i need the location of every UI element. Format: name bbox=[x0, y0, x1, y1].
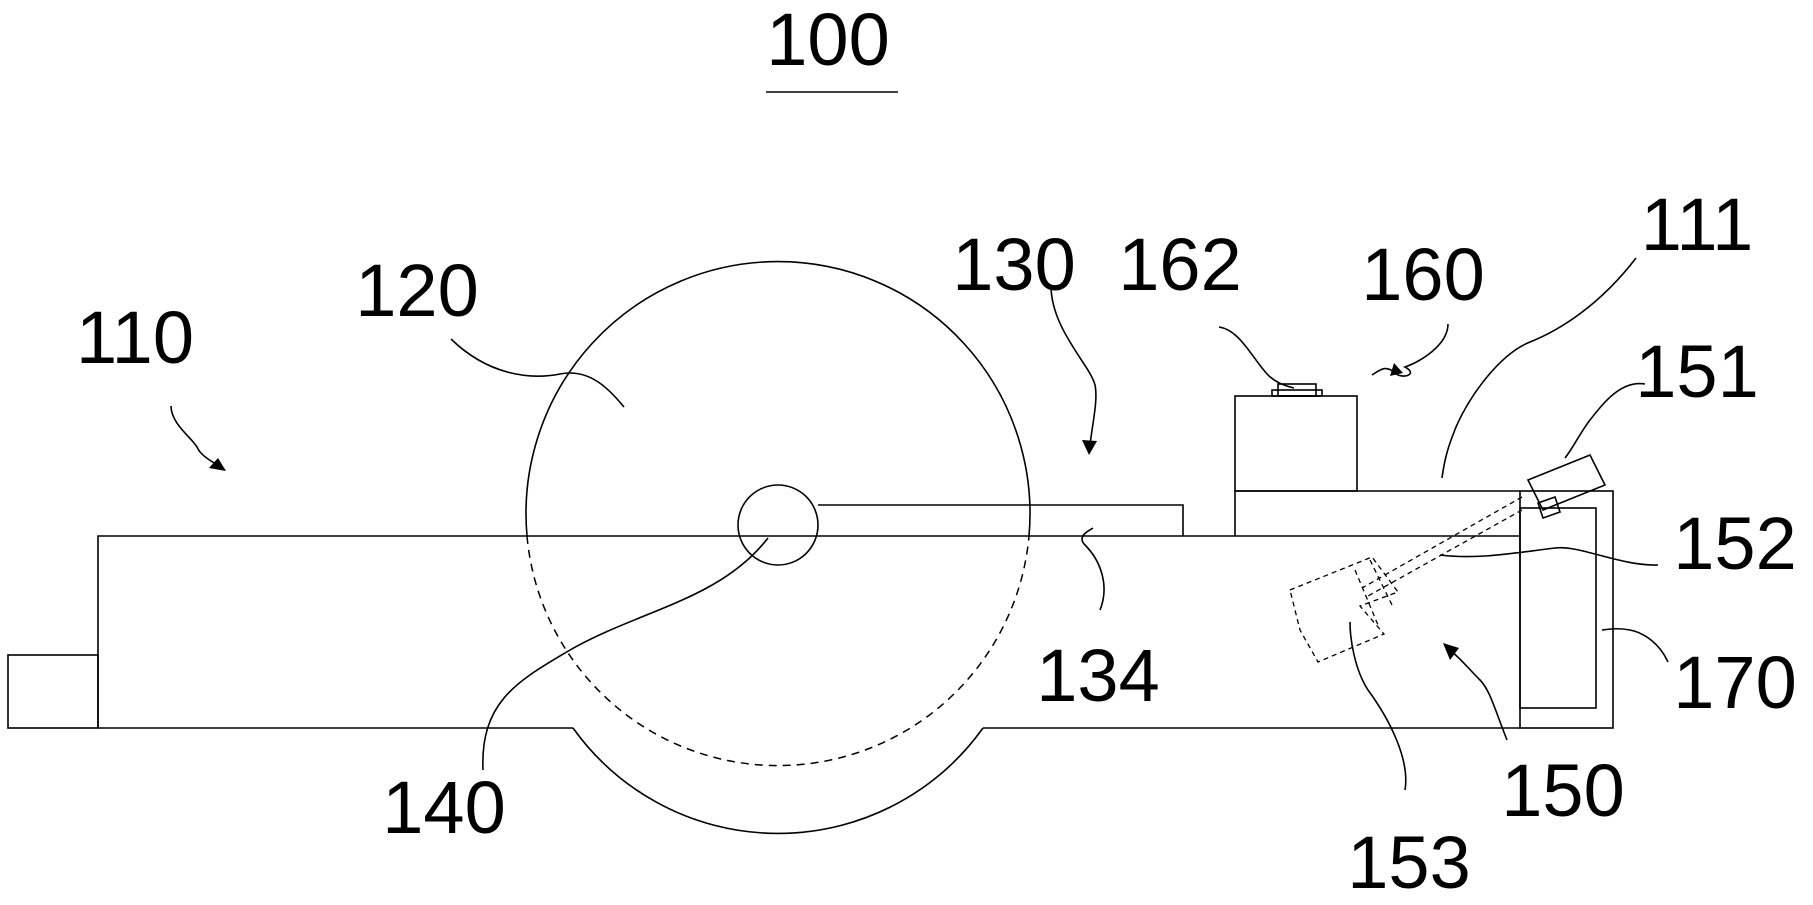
leader-150 bbox=[1449, 649, 1508, 741]
leader-130 bbox=[1050, 286, 1097, 446]
label-170: 170 bbox=[1673, 641, 1796, 724]
leader-150-arrow bbox=[1443, 643, 1459, 660]
label-151: 151 bbox=[1635, 330, 1758, 413]
side-panel-170-inner bbox=[1519, 507, 1597, 709]
label-152: 152 bbox=[1673, 502, 1796, 585]
reflector-153-fold bbox=[1354, 569, 1379, 626]
reflector-153 bbox=[1289, 556, 1400, 663]
leader-120 bbox=[450, 338, 625, 408]
leader-110-arrow bbox=[209, 458, 226, 471]
leader-130-arrow bbox=[1082, 440, 1097, 455]
leader-170 bbox=[1601, 627, 1669, 663]
label-153: 153 bbox=[1347, 821, 1470, 904]
leader-162 bbox=[1218, 326, 1295, 389]
arbor-140 bbox=[737, 484, 819, 566]
side-panel-170 bbox=[1519, 490, 1614, 729]
blade-lower-arc bbox=[572, 727, 984, 835]
blade-hidden-arc bbox=[526, 535, 1030, 767]
light-source-151 bbox=[1526, 453, 1607, 512]
reflector-153-edge bbox=[1369, 559, 1393, 606]
label-110: 110 bbox=[76, 296, 194, 379]
leader-153 bbox=[1349, 621, 1407, 791]
beam-152-b bbox=[1367, 509, 1523, 597]
leader-110 bbox=[170, 405, 221, 467]
leader-160 bbox=[1371, 323, 1449, 377]
label-111: 111 bbox=[1641, 183, 1753, 266]
label-134: 134 bbox=[1036, 634, 1159, 717]
housing-111-step bbox=[1234, 490, 1520, 536]
figure-number: 100 bbox=[766, 0, 889, 81]
main-body-top bbox=[97, 535, 1520, 728]
leader-151 bbox=[1564, 382, 1646, 459]
arm-134 bbox=[818, 504, 1184, 536]
label-130: 130 bbox=[952, 223, 1075, 306]
label-120: 120 bbox=[355, 249, 478, 332]
left-end-block bbox=[7, 654, 99, 729]
motor-160 bbox=[1234, 395, 1358, 492]
label-150: 150 bbox=[1501, 749, 1624, 832]
label-162: 162 bbox=[1118, 223, 1241, 306]
label-140: 140 bbox=[382, 766, 505, 849]
leader-140 bbox=[482, 537, 769, 771]
leader-152 bbox=[1439, 546, 1659, 566]
label-160: 160 bbox=[1361, 233, 1484, 316]
light-source-151-lens bbox=[1536, 495, 1562, 520]
leader-111 bbox=[1441, 257, 1637, 479]
leader-134 bbox=[1081, 527, 1105, 611]
button-162-base bbox=[1271, 389, 1323, 397]
blade-upper-arc bbox=[525, 260, 1031, 537]
leader-160-arrow bbox=[1390, 363, 1403, 376]
beam-152-a bbox=[1361, 496, 1523, 589]
